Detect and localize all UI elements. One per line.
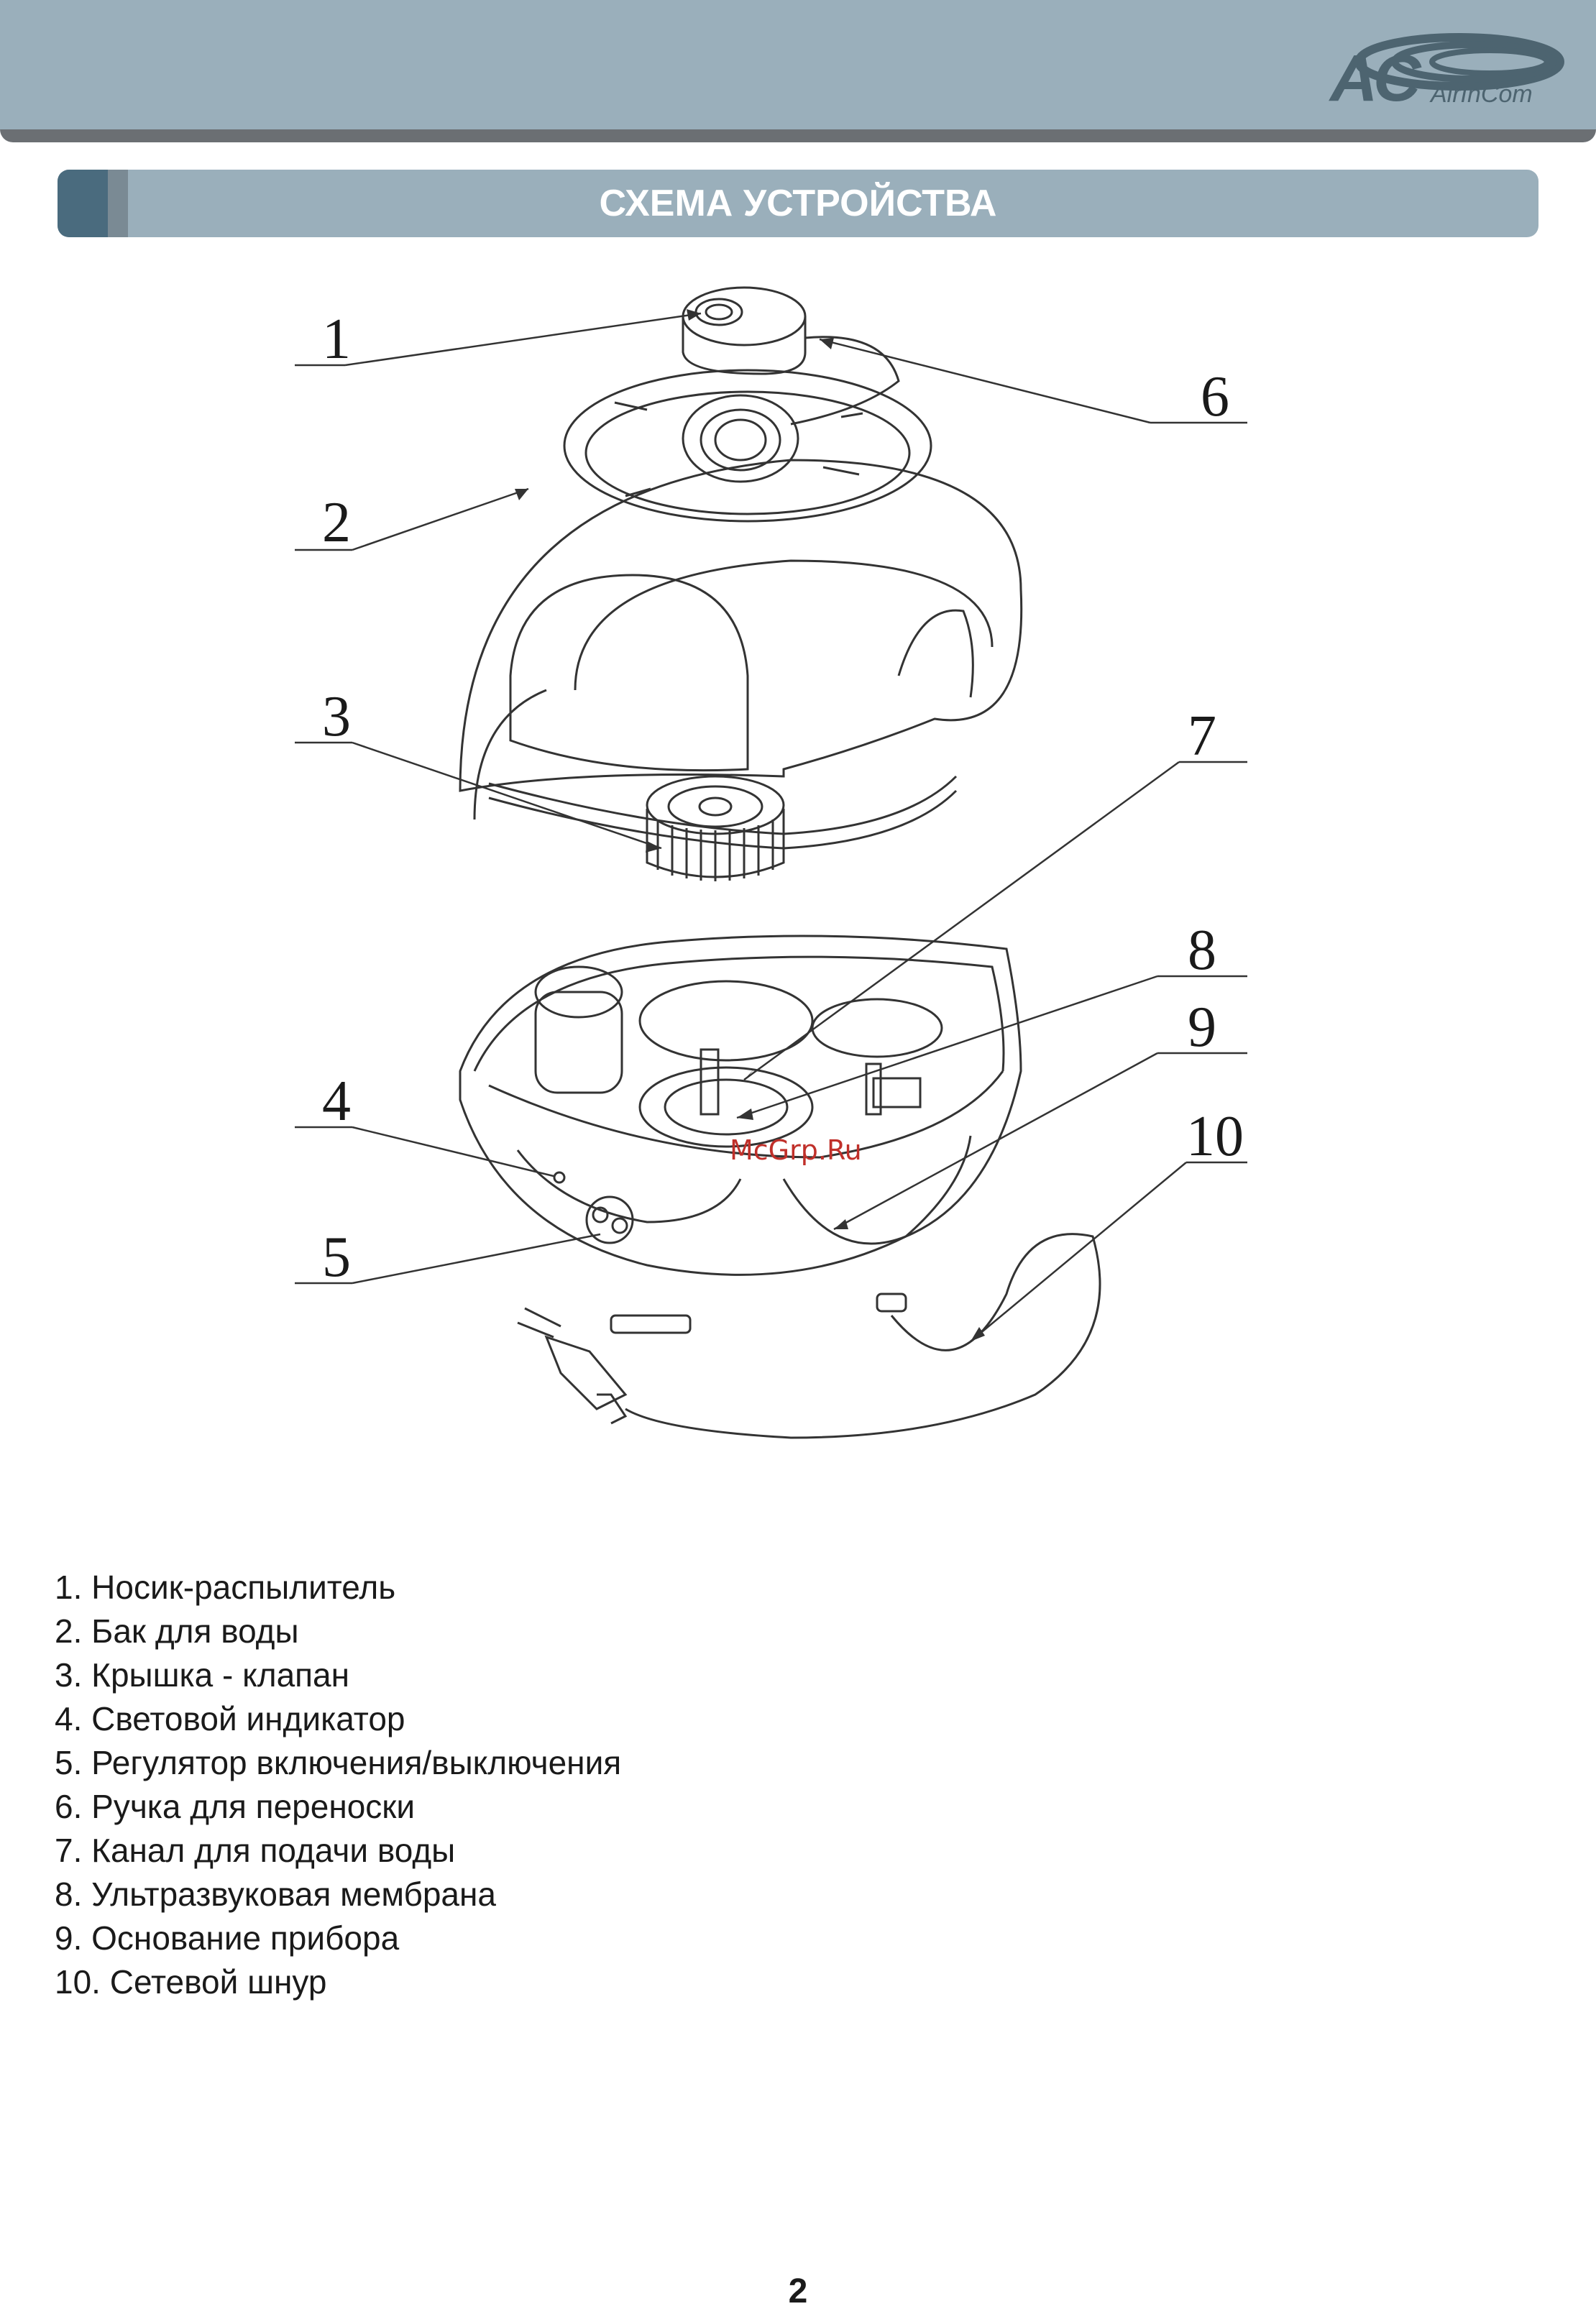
- callout-9: 9: [1188, 996, 1216, 1059]
- callout-8: 8: [1188, 919, 1216, 982]
- header-rule: [0, 129, 1596, 142]
- legend-item: 1. Носик-распылитель: [55, 1566, 1061, 1610]
- legend-item: 3. Крышка - клапан: [55, 1653, 1061, 1697]
- legend-item: 9. Основание прибора: [55, 1916, 1061, 1960]
- device-diagram-drawing: 1 2 3 4 5 6 7 8 9 10 McGrp.Ru: [0, 273, 1596, 1481]
- page-number: 2: [0, 2272, 1596, 2311]
- watermark-text: McGrp.Ru: [730, 1134, 862, 1166]
- callout-4: 4: [322, 1070, 351, 1133]
- legend-item: 7. Канал для подачи воды: [55, 1829, 1061, 1873]
- callout-1: 1: [322, 308, 351, 371]
- callout-5: 5: [322, 1226, 351, 1289]
- legend-item: 5. Регулятор включения/выключения: [55, 1741, 1061, 1785]
- base-unit-drawing: [460, 936, 1100, 1438]
- device-diagram: 1 2 3 4 5 6 7 8 9 10 McGrp.Ru: [0, 273, 1596, 1481]
- water-tank-drawing: [460, 288, 1022, 848]
- section-title: СХЕМА УСТРОЙСТВА: [58, 170, 1538, 237]
- callout-6: 6: [1201, 365, 1229, 428]
- parts-legend: 1. Носик-распылитель 2. Бак для воды 3. …: [55, 1566, 1061, 2004]
- airincom-logo: A C AirInCom: [1323, 29, 1567, 115]
- legend-item: 8. Ультразвуковая мембрана: [55, 1873, 1061, 1916]
- legend-item: 2. Бак для воды: [55, 1610, 1061, 1653]
- legend-item: 6. Ручка для переноски: [55, 1785, 1061, 1829]
- section-title-bar: СХЕМА УСТРОЙСТВА: [58, 170, 1538, 237]
- logo-brand-text: AirInCom: [1431, 81, 1533, 109]
- callout-2: 2: [322, 491, 351, 554]
- callout-3: 3: [322, 685, 351, 748]
- legend-item: 10. Сетевой шнур: [55, 1960, 1061, 2004]
- svg-text:C: C: [1373, 42, 1422, 115]
- callout-10: 10: [1186, 1105, 1244, 1168]
- callout-7: 7: [1188, 704, 1216, 768]
- svg-text:A: A: [1329, 42, 1377, 115]
- legend-item: 4. Световой индикатор: [55, 1697, 1061, 1741]
